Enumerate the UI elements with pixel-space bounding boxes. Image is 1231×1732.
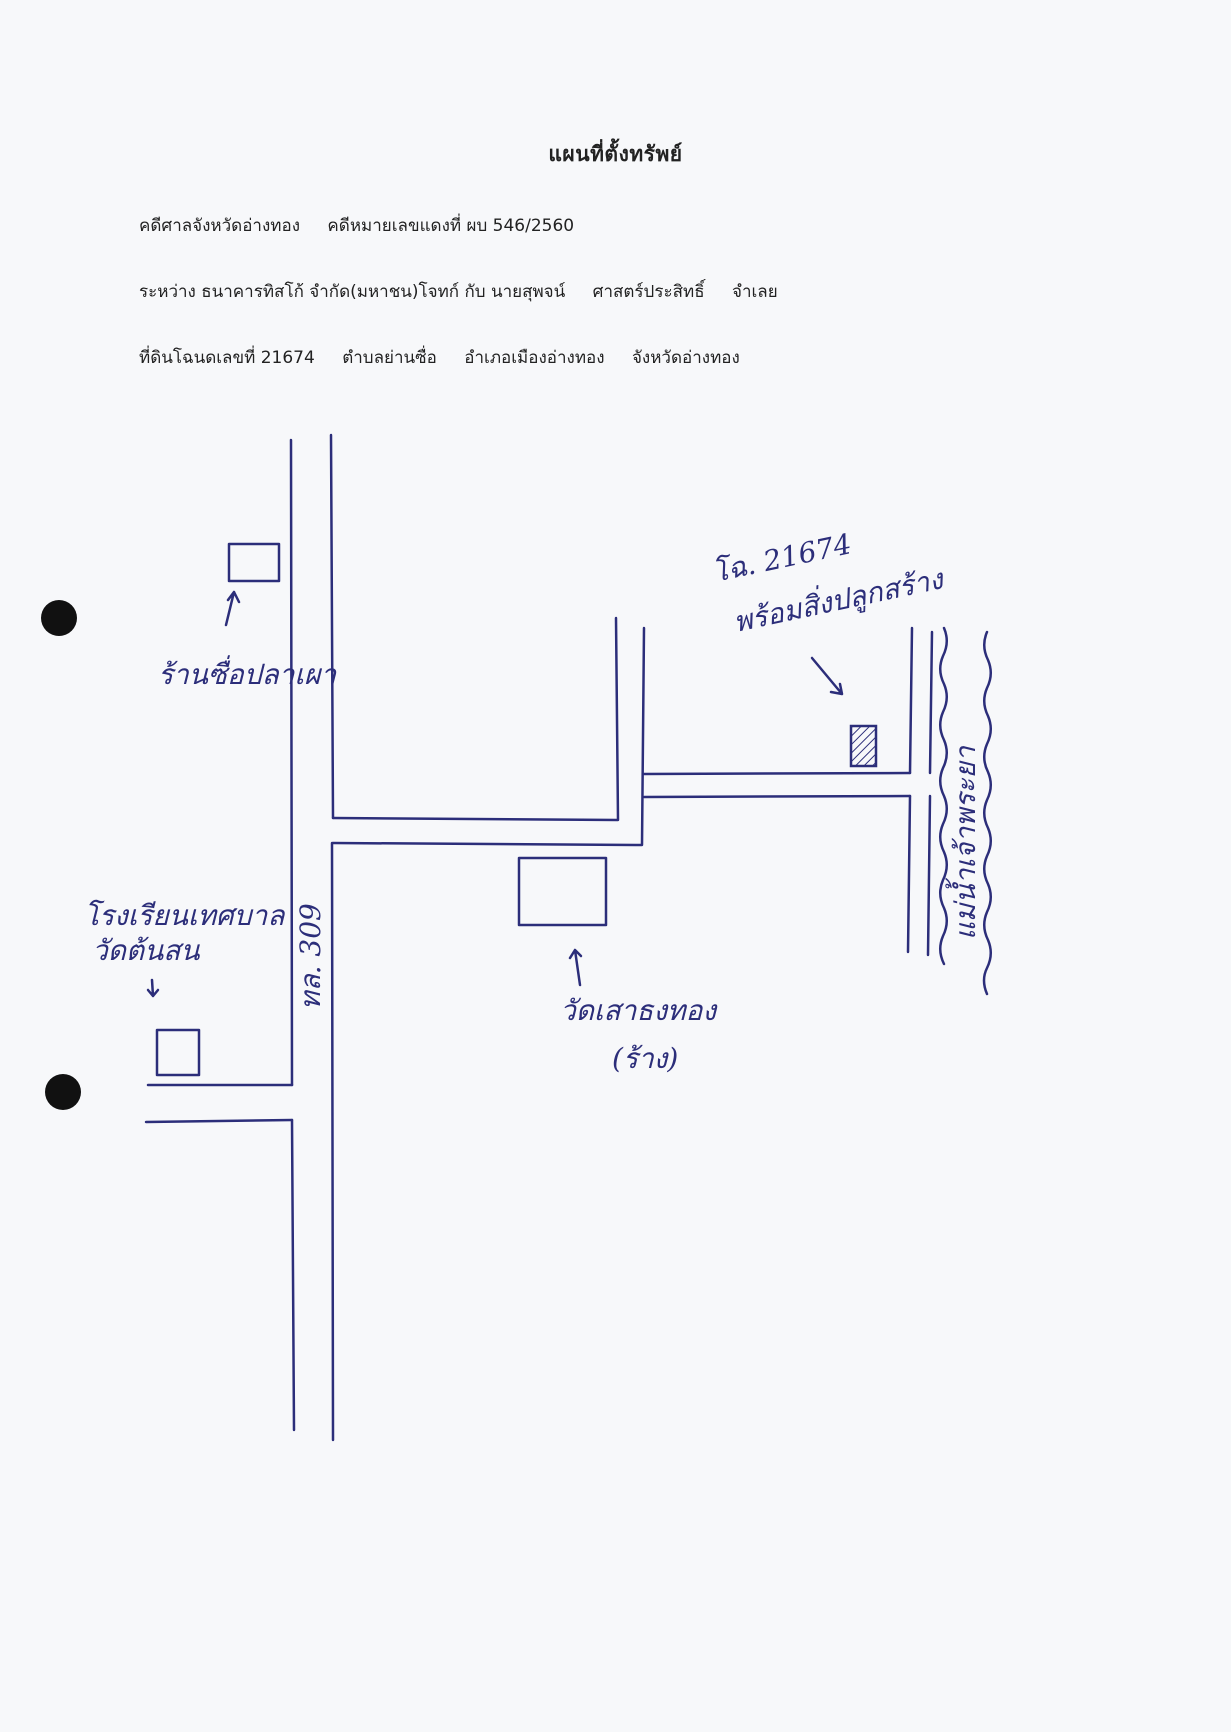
temple-arrow: [568, 948, 583, 987]
school-arrow: [146, 978, 160, 998]
temple-box: [517, 856, 608, 927]
school-box: [155, 1028, 201, 1077]
page-title: แผนที่ตั้งทรัพย์: [548, 142, 683, 166]
temple-label: วัดเสาธงทอง: [560, 994, 718, 1027]
lane-east-top: [642, 771, 912, 776]
land-province: จังหวัดอ่างทอง: [631, 348, 740, 368]
lane-east-bottom: [642, 794, 912, 799]
parties-line: ระหว่าง ธนาคารทิสโก้ จำกัด(มหาชน)โจทก์ ก…: [139, 278, 800, 305]
case-number: คดีหมายเลขแดงที่ ผบ 546/2560: [327, 216, 575, 236]
riverside-road-left: [906, 626, 914, 954]
highway-left-edge: [289, 438, 296, 1432]
shop-arrow: [224, 590, 241, 627]
defendant-surname: ศาสตร์ประสิทธิ์: [592, 282, 705, 302]
temple-label-2: (ร้าง): [612, 1042, 678, 1075]
school-label-2: วัดต้นสน: [92, 934, 200, 967]
case-info-line: คดีศาลจังหวัดอ่างทอง คดีหมายเลขแดงที่ ผบ…: [139, 212, 596, 239]
land-deed: ที่ดินโฉนดเลขที่ 21674: [139, 348, 315, 368]
punch-hole-bottom: [45, 1074, 81, 1110]
lane-top-edge: [331, 616, 620, 822]
highway-label: ทล. 309: [294, 903, 327, 1010]
river-bank-left: [939, 626, 948, 966]
highway-right-edge: [329, 433, 335, 1442]
defendant-role: จำเลย: [731, 282, 778, 302]
shop-box: [227, 542, 281, 583]
shop-label: ร้านซื่อปลาเผา: [158, 655, 337, 691]
riverside-road-right: [926, 630, 934, 957]
subject-parcel-label: โฉ. 21674: [710, 527, 855, 589]
punch-hole-top: [41, 600, 77, 636]
school-label: โรงเรียนเทศบาล: [84, 899, 286, 932]
court-label: คดีศาลจังหวัดอ่างทอง: [139, 216, 300, 236]
land-district: อำเภอเมืองอ่างทอง: [464, 348, 605, 368]
subject-arrow: [810, 656, 844, 696]
subject-parcel-marker: [849, 724, 878, 768]
river-label: แม่น้ำเจ้าพระยา: [945, 745, 982, 940]
lane-bottom-edge: [331, 626, 646, 847]
parties-between: ระหว่าง ธนาคารทิสโก้ จำกัด(มหาชน)โจทก์ ก…: [139, 282, 566, 302]
river-bank-right: [982, 630, 992, 996]
land-line: ที่ดินโฉนดเลขที่ 21674 ตำบลย่านซื่อ อำเภ…: [139, 344, 762, 371]
land-subdistrict: ตำบลย่านซื่อ: [342, 348, 437, 368]
side-road-school-bottom: [144, 1118, 294, 1124]
